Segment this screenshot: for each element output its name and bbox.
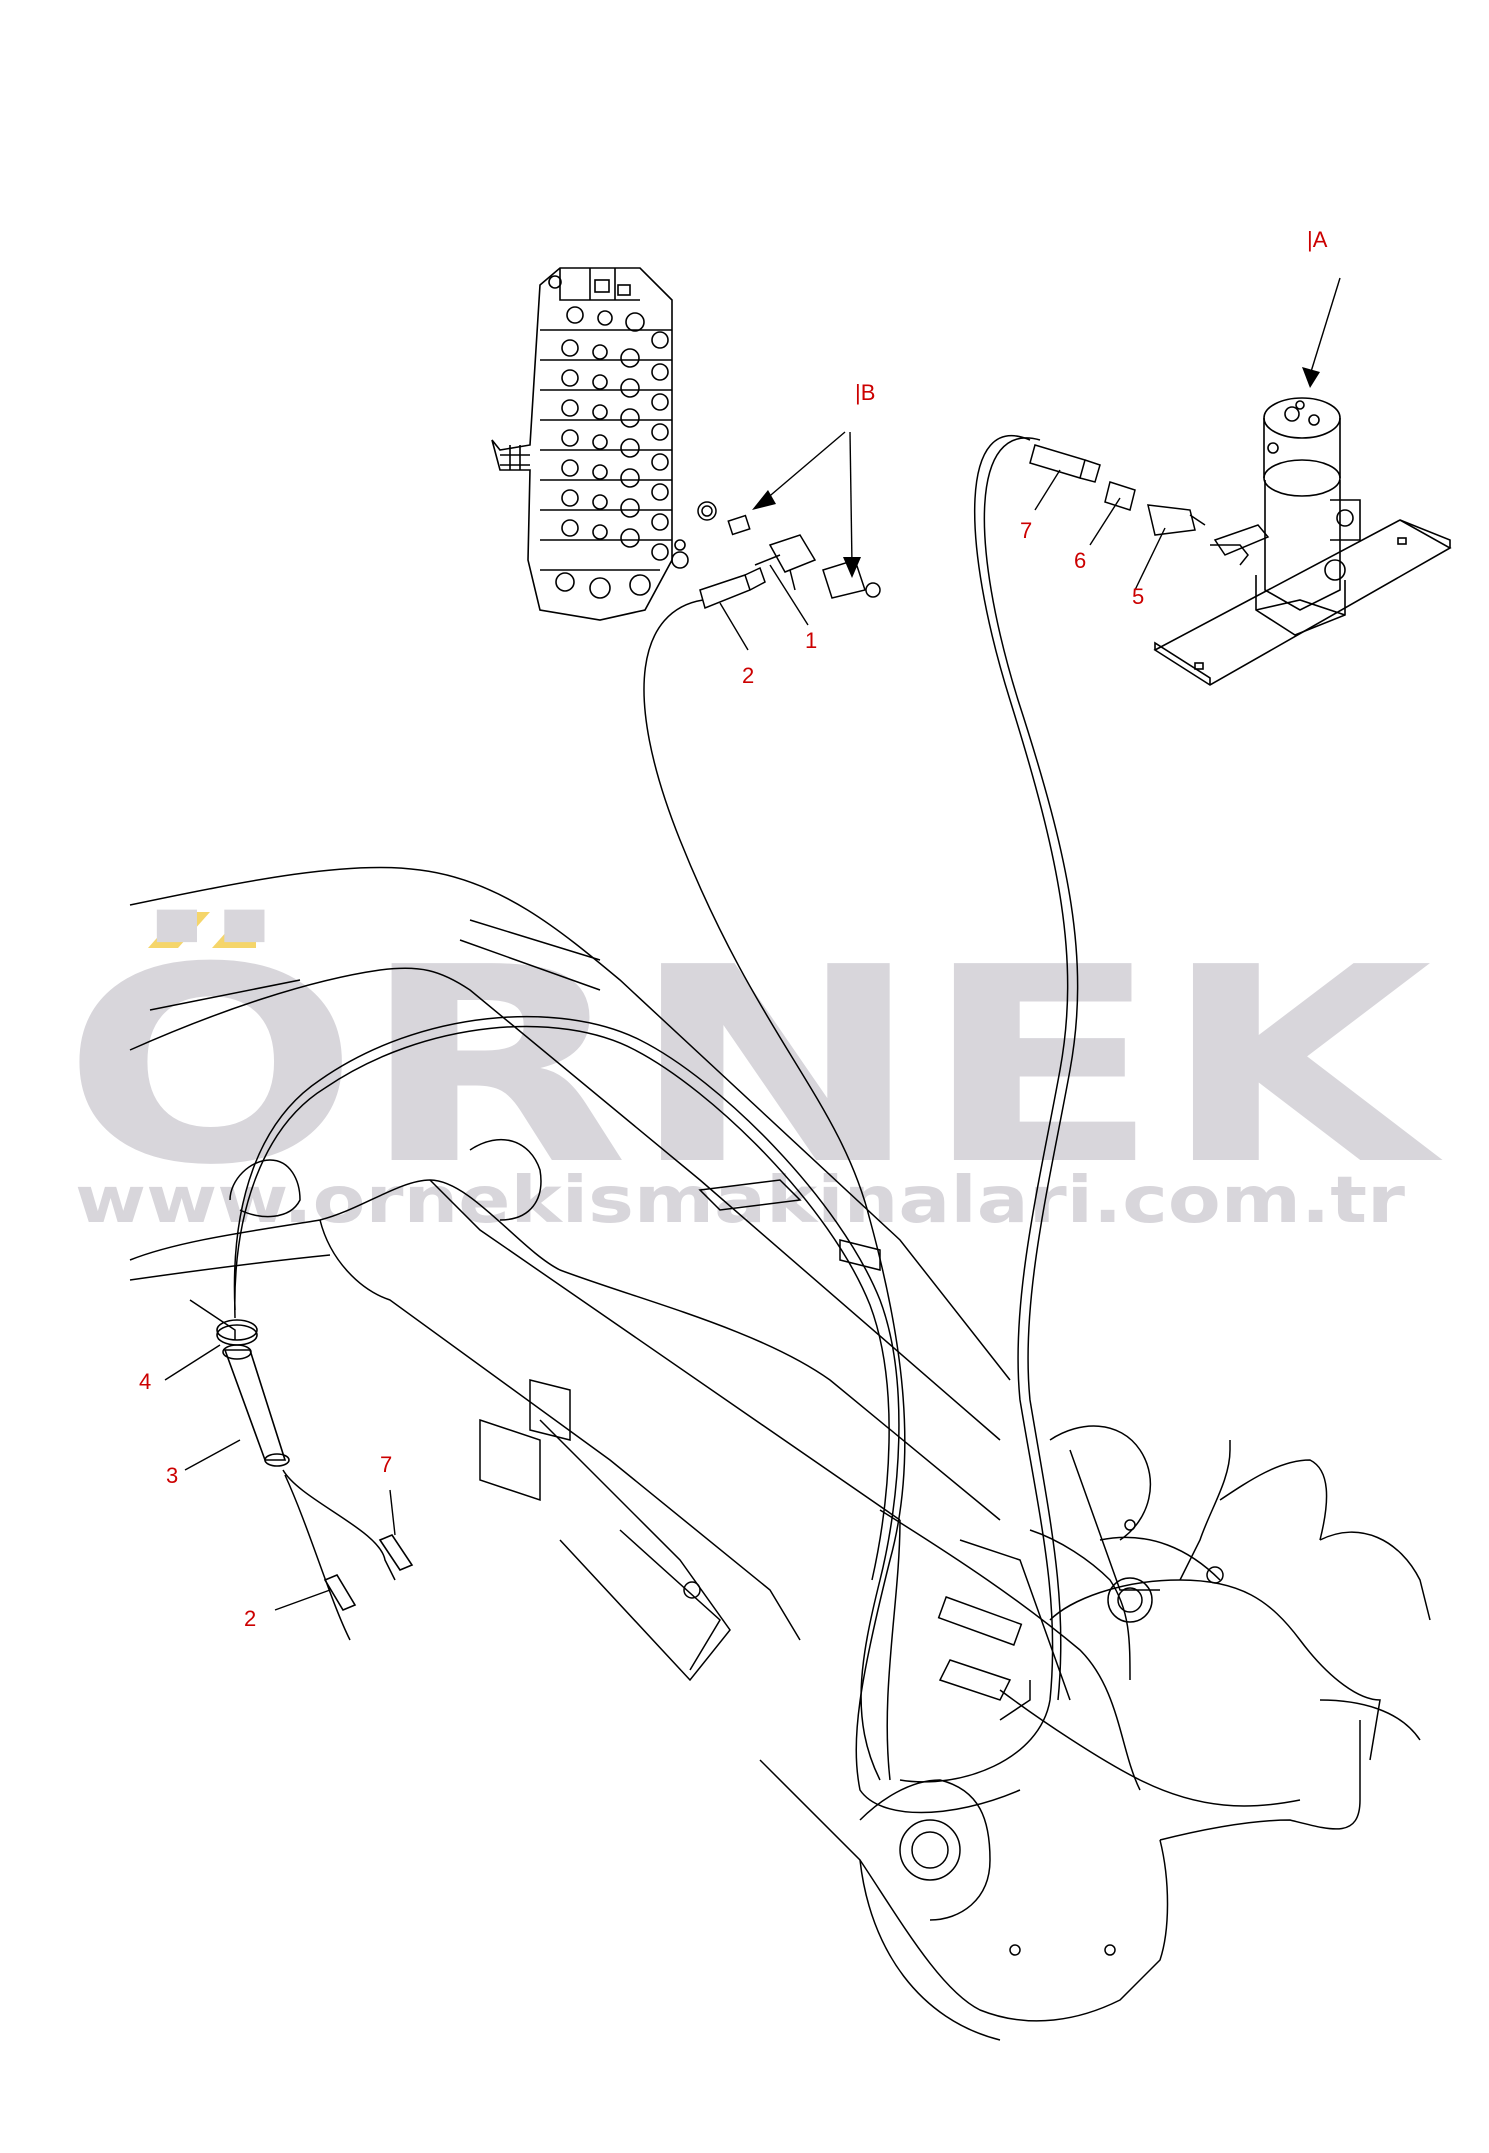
hoses — [233, 434, 1079, 1814]
fittings-control-valve — [697, 501, 881, 610]
view-labels: |A |B — [855, 227, 1328, 405]
hose-3b — [234, 1025, 890, 1581]
rotary-joint — [1153, 397, 1452, 686]
leader-6 — [1089, 497, 1121, 546]
callout-6-top: 6 — [1074, 548, 1086, 573]
clamp-4 — [216, 1319, 258, 1341]
fitting-2-top — [699, 574, 751, 610]
callout-5-top: 5 — [1132, 584, 1144, 609]
control-valve — [491, 267, 689, 621]
callout-4-bottom: 4 — [139, 1369, 151, 1394]
leader-5 — [1134, 527, 1166, 591]
arrowheads — [752, 367, 1320, 578]
sleeve-assembly — [216, 1319, 414, 1612]
sleeve-3 — [223, 1349, 287, 1461]
watermark-umlaut-marks — [148, 912, 256, 948]
hose-2b — [983, 437, 1079, 1701]
arrowhead-a — [1302, 367, 1320, 388]
leader-7-top — [1034, 469, 1061, 511]
leader-lines — [164, 277, 1341, 1611]
callout-1-top: 1 — [805, 628, 817, 653]
fitting-5-top — [1147, 504, 1196, 536]
callout-2-top: 2 — [742, 663, 754, 688]
leader-4 — [164, 1344, 221, 1381]
leader-1 — [769, 564, 809, 626]
arrow-b-left — [764, 431, 846, 501]
fitting-6-top — [1104, 481, 1136, 511]
leader-2-top — [719, 602, 749, 651]
callout-3-bottom: 3 — [166, 1463, 178, 1488]
watermark-brand: ÖRNEK — [62, 907, 1445, 1224]
callout-7-top: 7 — [1020, 518, 1032, 543]
leader-7-bottom — [389, 1489, 396, 1536]
hose-3 — [233, 1015, 900, 1781]
hose-1 — [643, 599, 1021, 1814]
arrowhead-b-left — [752, 490, 776, 510]
arrow-b-right — [849, 431, 853, 566]
callout-2-bottom: 2 — [244, 1606, 256, 1631]
arrowhead-b-right — [843, 557, 861, 578]
callout-7-bottom: 7 — [380, 1452, 392, 1477]
watermark: ÖRNEK www.ornekismakinalari.com.tr — [62, 907, 1445, 1238]
hose-2 — [899, 434, 1069, 1783]
watermark-website: www.ornekismakinalari.com.tr — [75, 1164, 1406, 1238]
callout-numbers: 1 2 5 6 7 2 3 4 7 — [139, 518, 1144, 1631]
boom-structure — [129, 866, 1431, 2041]
connector-2-bottom — [323, 1573, 357, 1612]
leader-2-bottom — [274, 1589, 331, 1611]
leader-3 — [184, 1439, 241, 1471]
view-label-b: |B — [855, 380, 875, 405]
fittings-rotary-joint — [1029, 444, 1270, 566]
view-label-a: |A — [1307, 227, 1328, 252]
connector-7-bottom — [378, 1534, 414, 1571]
arrow-a — [1309, 277, 1341, 376]
